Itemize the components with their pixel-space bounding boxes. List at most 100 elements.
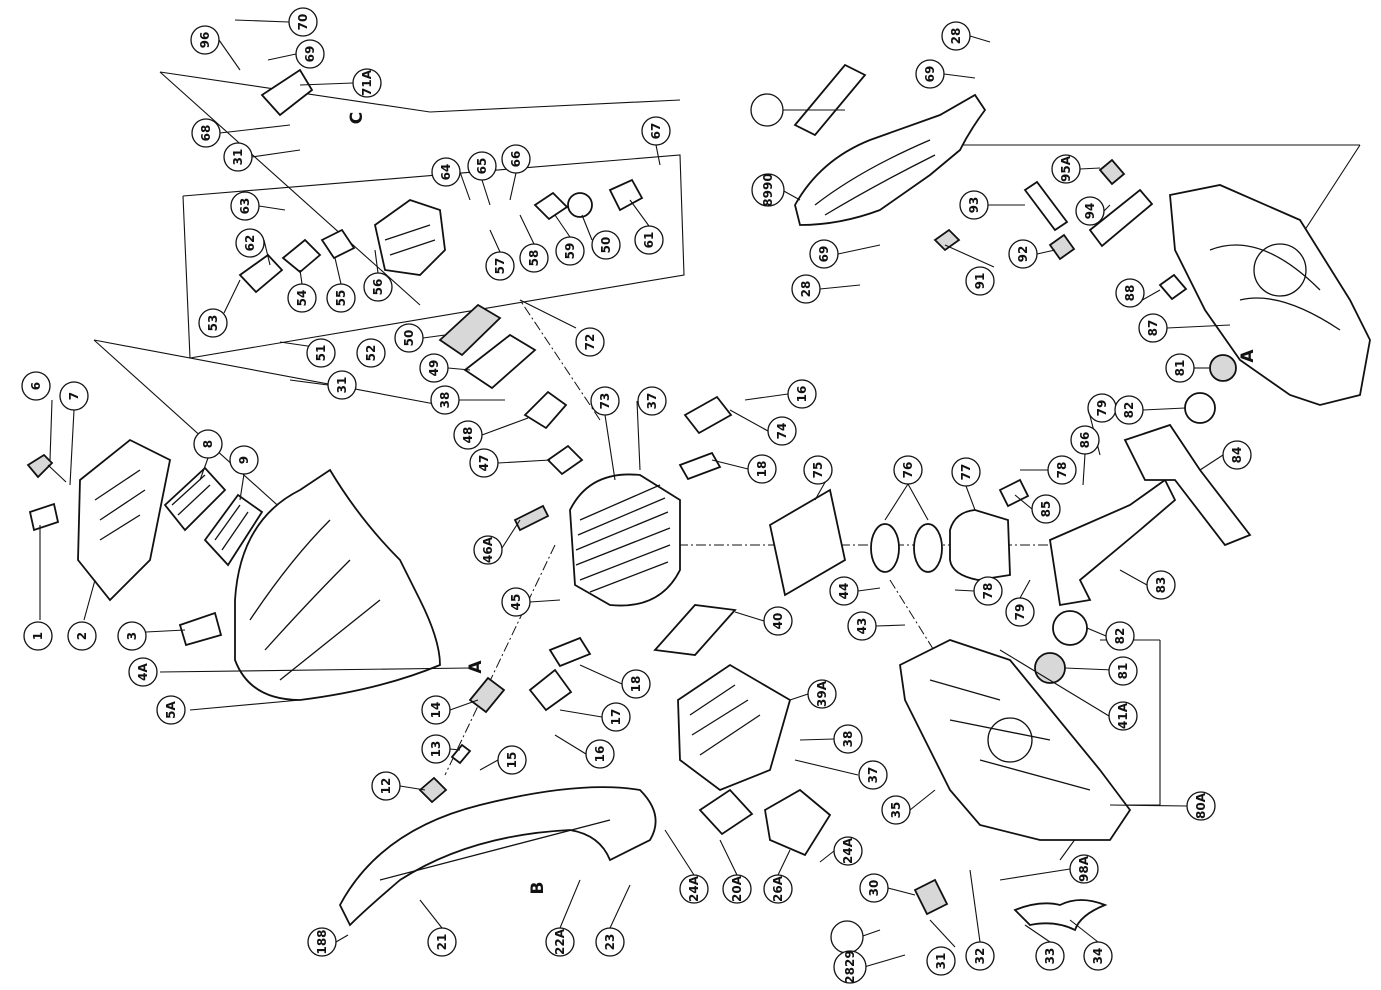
callout-number: 72 bbox=[583, 334, 597, 351]
callout-47: 47 bbox=[469, 448, 499, 478]
callout-43: 43 bbox=[847, 611, 877, 641]
callout-ring bbox=[1083, 941, 1113, 971]
gasket-74 bbox=[683, 395, 733, 435]
reference-letter-A: A bbox=[466, 660, 486, 674]
callout-ring bbox=[585, 739, 615, 769]
piston-ring-a bbox=[870, 523, 900, 573]
callout-88: 88 bbox=[1115, 278, 1145, 308]
callout-number: 92 bbox=[1016, 246, 1030, 263]
callout-18: 18 bbox=[747, 454, 777, 484]
rear-guard-shape bbox=[794, 93, 987, 226]
callout-ring bbox=[1114, 395, 1144, 425]
air-filter-cover-shape bbox=[77, 438, 172, 602]
callout-ring bbox=[394, 323, 424, 353]
callout-ring bbox=[191, 118, 221, 148]
callout-number: 18 bbox=[629, 676, 643, 693]
callout-ring bbox=[915, 59, 945, 89]
callout-ring bbox=[288, 7, 318, 37]
callout-number: 69 bbox=[303, 46, 317, 63]
callout-21: 21 bbox=[427, 927, 457, 957]
callout-ring bbox=[156, 695, 186, 725]
callout-ring bbox=[198, 308, 228, 338]
callout-32: 32 bbox=[965, 941, 995, 971]
callout-5A: 5A bbox=[156, 695, 186, 725]
callout-40: 40 bbox=[763, 606, 793, 636]
callout-ring bbox=[229, 445, 259, 475]
callout-55: 55 bbox=[326, 283, 356, 313]
callout-number: 18 bbox=[755, 461, 769, 478]
callout-33: 33 bbox=[1035, 941, 1065, 971]
callout-53: 53 bbox=[198, 308, 228, 338]
callout-84: 84 bbox=[1222, 440, 1252, 470]
muffler-shape bbox=[677, 663, 792, 792]
callout-95A: 95A bbox=[1051, 154, 1081, 184]
callout-number: 4A bbox=[136, 662, 150, 680]
callout-number: 33 bbox=[1043, 948, 1057, 965]
callout-76: 76 bbox=[893, 455, 923, 485]
callout-68: 68 bbox=[191, 118, 221, 148]
callout-number: 71A bbox=[360, 69, 374, 96]
callout-ring bbox=[803, 455, 833, 485]
callout-ring bbox=[881, 795, 911, 825]
callout-ring bbox=[1051, 154, 1081, 184]
callout-87: 87 bbox=[1138, 313, 1168, 343]
front-handle-shape bbox=[338, 786, 657, 927]
callout-ring bbox=[128, 657, 158, 687]
gasket-18-lower bbox=[548, 636, 592, 668]
callout-79: 79 bbox=[1087, 393, 1117, 423]
callout-number: 7 bbox=[67, 392, 81, 400]
callout-38: 38 bbox=[430, 385, 460, 415]
callout-number: 68 bbox=[199, 125, 213, 142]
callout-number: 64 bbox=[439, 164, 453, 181]
top-cover-shape bbox=[234, 468, 441, 701]
callout-ring bbox=[595, 927, 625, 957]
callout-57: 57 bbox=[485, 251, 515, 281]
callout-number: 31 bbox=[231, 149, 245, 166]
callout-number: 81 bbox=[1116, 663, 1130, 680]
callout-92: 92 bbox=[1008, 239, 1038, 269]
callout-49: 49 bbox=[419, 353, 449, 383]
callout-8: 8 bbox=[193, 429, 223, 459]
callout-ring bbox=[230, 191, 260, 221]
callout-number: 32 bbox=[973, 948, 987, 965]
carb-plate-54 bbox=[281, 238, 322, 274]
sticker-shape bbox=[793, 63, 867, 137]
callout-ring bbox=[1165, 353, 1195, 383]
part-30 bbox=[913, 878, 949, 916]
callout-34: 34 bbox=[1083, 941, 1113, 971]
bolt-13 bbox=[450, 743, 472, 765]
callout-number: 38 bbox=[438, 392, 452, 409]
callout-26A: 26A bbox=[763, 874, 793, 904]
callout-number: 98A bbox=[1077, 855, 1091, 882]
callout-ring bbox=[1222, 440, 1252, 470]
callout-ring bbox=[430, 385, 460, 415]
callout-ring bbox=[327, 370, 357, 400]
bearing-81-lower bbox=[1034, 652, 1066, 684]
callout-77: 77 bbox=[951, 457, 981, 487]
leader-lines bbox=[39, 19, 1231, 968]
callout-54: 54 bbox=[287, 283, 317, 313]
callout-ring bbox=[1031, 494, 1061, 524]
callout-number: 76 bbox=[901, 462, 915, 479]
callout-78: 78 bbox=[973, 576, 1003, 606]
callout-ring bbox=[893, 455, 923, 485]
callout-ring bbox=[747, 454, 777, 484]
callout-63: 63 bbox=[230, 191, 260, 221]
clip-88 bbox=[1158, 273, 1188, 301]
callout-number: 37 bbox=[645, 393, 659, 410]
callout-67: 67 bbox=[641, 116, 671, 146]
callout-86: 86 bbox=[1070, 425, 1100, 455]
callout-13: 13 bbox=[421, 734, 451, 764]
callout-number: 59 bbox=[563, 243, 577, 260]
callout-number: 8990 bbox=[761, 173, 775, 206]
callout-number: 54 bbox=[295, 290, 309, 307]
callout-number: 38 bbox=[841, 731, 855, 748]
callout-ring bbox=[352, 68, 382, 98]
callout-30: 30 bbox=[859, 873, 889, 903]
callout-ring bbox=[751, 173, 785, 207]
gasket-47 bbox=[546, 444, 584, 476]
callout-ring bbox=[117, 621, 147, 651]
crankcase-gasket-84 bbox=[1123, 423, 1252, 547]
callout-17: 17 bbox=[601, 702, 631, 732]
